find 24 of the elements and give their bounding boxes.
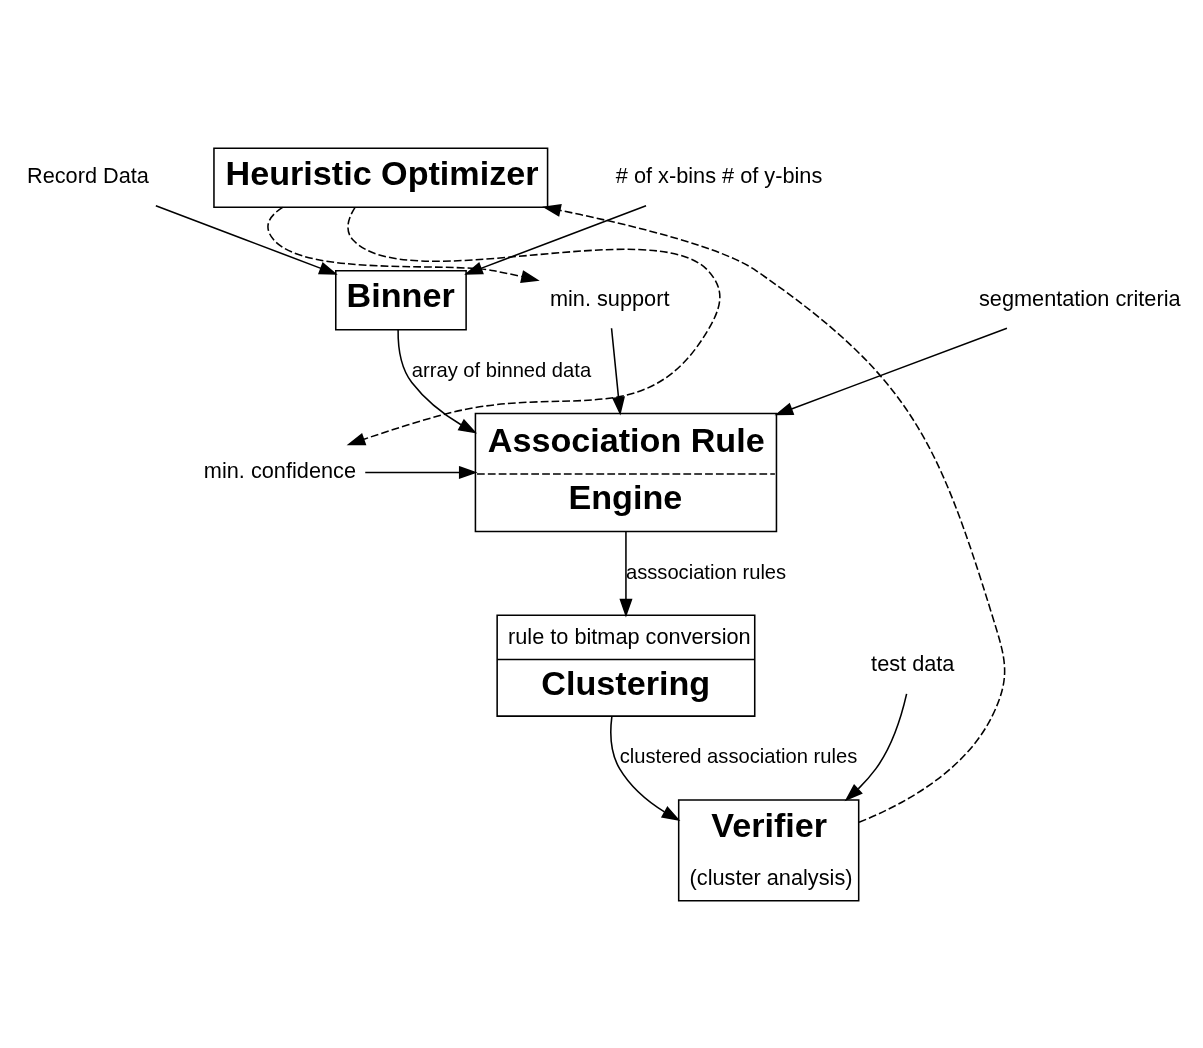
edge-label: array of binned data	[411, 358, 592, 381]
node-text: # of x-bins # of y-bins	[615, 162, 823, 188]
node-box: Heuristic Optimizer	[213, 146, 549, 208]
node-text: Record Data	[26, 162, 149, 188]
node-box: Binner	[335, 269, 467, 331]
arrow	[346, 206, 721, 445]
node-text: test data	[871, 650, 955, 676]
edge-label: asssociation rules	[625, 560, 787, 583]
arrow	[267, 206, 540, 283]
arrow	[610, 715, 681, 821]
node-text: segmentation criteria	[978, 285, 1181, 311]
arrow	[774, 326, 1008, 415]
arrow	[619, 530, 633, 617]
arrow	[364, 465, 478, 479]
arrow	[397, 328, 478, 434]
arrow	[844, 692, 908, 801]
node-box: Verifier (cluster analysis)	[677, 798, 860, 902]
edge-label: clustered association rules	[619, 744, 858, 767]
arrow	[542, 203, 1006, 823]
arrow	[464, 204, 647, 275]
arrow	[610, 326, 625, 416]
node-text: min. confidence	[203, 457, 356, 483]
arrow	[155, 204, 338, 275]
node-text: min. support	[549, 285, 670, 311]
